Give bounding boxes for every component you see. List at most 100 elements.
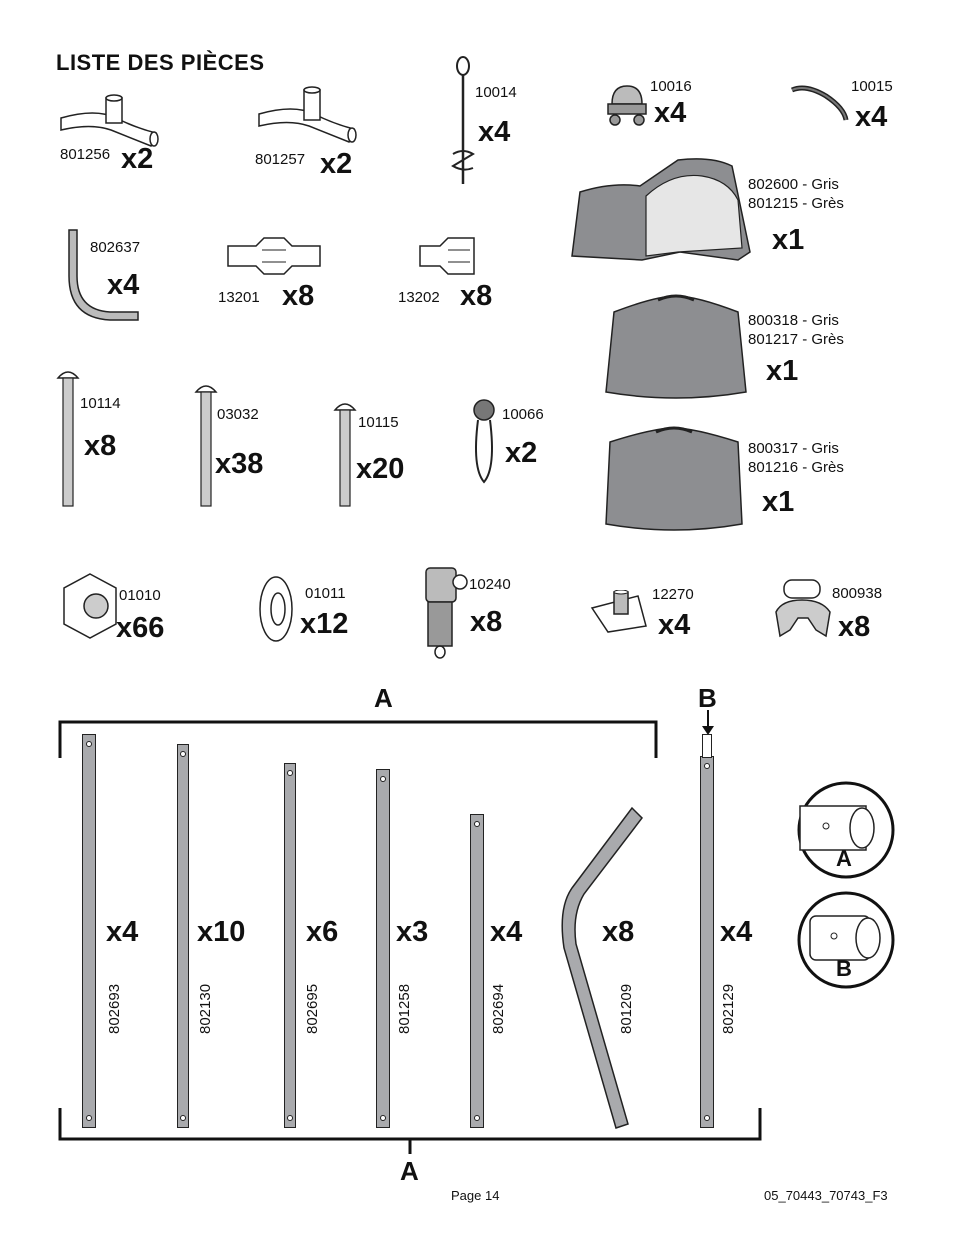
rail-part-number: 802695 (304, 983, 321, 1034)
rail-quantity: x4 (720, 916, 753, 948)
rail-part-number: 802129 (720, 983, 737, 1034)
page-title: LISTE DES PIÈCES (56, 50, 265, 75)
rail-hole (86, 1115, 92, 1121)
part-number: 10016 (650, 78, 692, 95)
rail-hole (380, 1115, 386, 1121)
rail-hole (474, 821, 480, 827)
rail-quantity: x6 (306, 916, 339, 948)
cable-icon (791, 85, 849, 121)
bolt-03032-icon (194, 385, 218, 507)
cover-label: 801216 - Grès (748, 459, 844, 476)
bracket-13202-icon (419, 237, 475, 275)
bracket-13201-icon (227, 237, 321, 275)
rail-part-number: 802693 (106, 983, 123, 1034)
fitting-801257-icon (258, 86, 357, 143)
group-a-bottom-label: A (400, 1156, 419, 1186)
part-number: 03032 (217, 406, 259, 423)
cover-label: 802600 - Gris (748, 176, 839, 193)
rail-part-number: 801209 (618, 983, 635, 1034)
cover-quantity: x1 (762, 486, 795, 518)
part-number: 801257 (255, 151, 306, 168)
part-number: 800938 (832, 585, 883, 602)
part-quantity: x2 (121, 143, 154, 175)
rail-quantity: x8 (602, 916, 635, 948)
cover-label: 801217 - Grès (748, 331, 844, 348)
part-number: 13202 (398, 289, 440, 306)
rail-802694 (470, 814, 484, 1128)
rail-hole (380, 776, 386, 782)
part-quantity: x12 (300, 608, 349, 640)
part-quantity: x8 (470, 606, 503, 638)
rail-hole (287, 770, 293, 776)
ball-bungee-icon (473, 399, 495, 484)
part-quantity: x66 (116, 612, 165, 644)
part-quantity: x4 (855, 101, 888, 133)
rail-part-number: 801258 (396, 983, 413, 1034)
part-number: 12270 (652, 586, 694, 603)
clip-800938-icon (775, 579, 831, 638)
part-number: 01011 (305, 585, 346, 602)
document-code: 05_70443_70743_F3 (764, 1188, 888, 1203)
group-a-top-bracket (58, 720, 658, 758)
group-a-top-label: A (374, 683, 393, 713)
part-number: 10015 (851, 78, 893, 95)
rail-802129 (700, 756, 714, 1128)
bolt-10115-icon (333, 403, 357, 507)
part-number: 10115 (358, 414, 399, 431)
detail-a-circle (797, 781, 895, 879)
end-panel-icon (605, 294, 747, 399)
bent-leg-802637-icon (68, 229, 139, 321)
part-number: 801256 (60, 146, 111, 163)
part-number: 01010 (119, 587, 161, 604)
cover-label: 800318 - Gris (748, 312, 839, 329)
foot-plate-icon (590, 590, 647, 633)
shelter-cover-icon (571, 158, 751, 261)
rail-hole (474, 1115, 480, 1121)
part-number: 13201 (218, 289, 260, 306)
washer-icon (259, 576, 293, 642)
rail-802695 (284, 763, 296, 1128)
door-panel-icon (605, 426, 743, 531)
cover-quantity: x1 (772, 224, 805, 256)
part-quantity: x4 (107, 269, 140, 301)
part-quantity: x2 (505, 437, 538, 469)
part-quantity: x8 (460, 280, 493, 312)
part-quantity: x4 (478, 116, 511, 148)
ground-anchor-icon (451, 56, 475, 184)
rail-hole (180, 1115, 186, 1121)
part-number: 10066 (502, 406, 544, 423)
rail-hole (180, 751, 186, 757)
arrow-down-icon (702, 710, 714, 735)
detail-b-label: B (836, 956, 852, 981)
page-number: Page 14 (451, 1188, 500, 1203)
detail-b-circle (797, 891, 895, 989)
rail-part-number: 802130 (197, 983, 214, 1034)
cable-clamp-icon (607, 85, 647, 126)
rail-802129-swage (702, 734, 712, 758)
rail-hole (704, 1115, 710, 1121)
cover-quantity: x1 (766, 355, 799, 387)
rail-hole (287, 1115, 293, 1121)
fitting-801256-icon (60, 94, 159, 147)
rail-hole (704, 763, 710, 769)
rail-801258 (376, 769, 390, 1128)
rail-quantity: x10 (197, 916, 246, 948)
detail-a-label: A (836, 846, 852, 871)
part-number: 10014 (475, 84, 517, 101)
part-quantity: x8 (282, 280, 315, 312)
rail-802693 (82, 734, 96, 1128)
part-quantity: x8 (838, 611, 871, 643)
group-b-label: B (698, 683, 717, 713)
part-number: 10114 (80, 395, 121, 412)
part-quantity: x20 (356, 453, 405, 485)
ratchet-icon (425, 567, 468, 659)
part-quantity: x38 (215, 448, 264, 480)
cover-label: 801215 - Grès (748, 195, 844, 212)
part-number: 10240 (469, 576, 511, 593)
group-a-bottom-bracket (58, 1108, 762, 1154)
hex-nut-icon (63, 573, 117, 639)
rail-quantity: x3 (396, 916, 429, 948)
part-quantity: x4 (654, 97, 687, 129)
part-quantity: x2 (320, 148, 353, 180)
rail-802130 (177, 744, 189, 1128)
